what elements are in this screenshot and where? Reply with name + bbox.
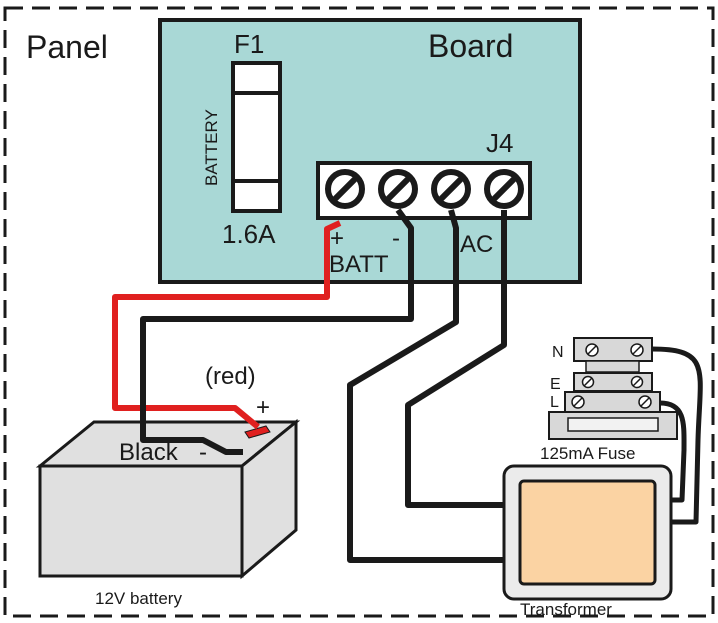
wire-ac-2 [405, 210, 512, 508]
battery-minus-label: - [199, 439, 207, 466]
mains-terminal-l [564, 391, 661, 413]
panel-label: Panel [26, 29, 108, 65]
wire-live-to-transformer [659, 400, 687, 503]
battery-black-label: Black [119, 439, 179, 466]
screw-terminal-icon [484, 169, 524, 209]
fuse-rating-label: 1.6A [222, 219, 276, 249]
mains-terminal-e [573, 372, 653, 392]
ac-label: AC [460, 231, 493, 258]
wire-battery-positive [112, 220, 342, 430]
fuse-f1-label: F1 [234, 29, 264, 59]
mains-terminal-n [573, 337, 653, 362]
battery [35, 418, 301, 580]
board-label: Board [428, 28, 513, 64]
fuse-f1 [231, 61, 282, 213]
mains-l-label: L [550, 394, 559, 411]
connector-j4 [316, 161, 532, 220]
fuse-holder-125ma [548, 411, 678, 440]
batt-plus-label: + [330, 225, 344, 252]
wire-battery-negative [140, 208, 414, 455]
wire-neutral-to-transformer [651, 346, 703, 525]
screw-terminal-icon [378, 169, 418, 209]
battery-color-note: (red) [205, 363, 256, 390]
screw-terminal-icon [325, 169, 365, 209]
screw-terminal-icon [431, 169, 471, 209]
batt-label: BATT [329, 251, 389, 278]
mains-terminal-spacer [585, 360, 640, 373]
panel-outline [3, 6, 715, 618]
transformer [502, 464, 673, 601]
fuse-holder-label: 125mA Fuse [540, 444, 635, 463]
wire-ac-1 [347, 209, 512, 563]
board [158, 18, 582, 284]
battery-label: 12V battery [95, 589, 182, 608]
transformer-label: Transformer [520, 600, 612, 619]
mains-n-label: N [552, 344, 564, 361]
battery-plus-label: + [256, 394, 270, 421]
batt-minus-label: - [392, 225, 400, 252]
mains-e-label: E [550, 376, 561, 393]
fuse-battery-side-label: BATTERY [202, 109, 221, 186]
connector-j4-label: J4 [486, 128, 513, 158]
battery-positive-terminal [244, 425, 271, 439]
